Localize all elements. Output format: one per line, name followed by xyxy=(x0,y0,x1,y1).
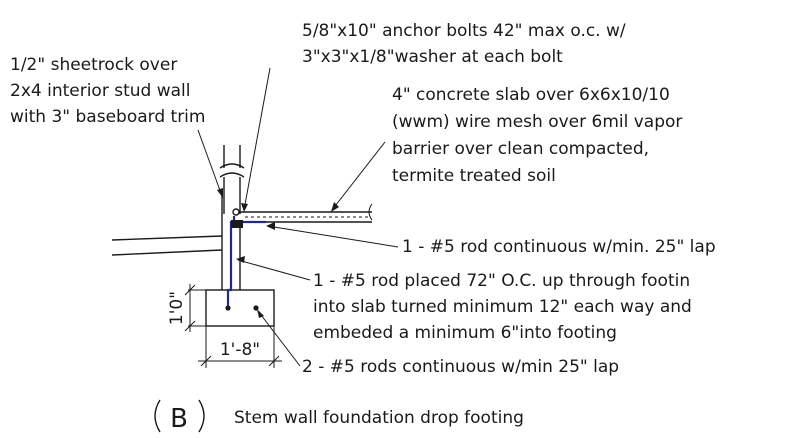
note-sheetrock-line2: 2x4 interior stud wall xyxy=(10,81,190,101)
note-anchor-bolts-line1: 5/8"x10" anchor bolts 42" max o.c. w/ xyxy=(302,21,626,41)
note-rods-two: 2 - #5 rods continuous w/min 25" lap xyxy=(302,357,619,377)
note-slab-line1: 4" concrete slab over 6x6x10/10 xyxy=(392,85,670,105)
note-sheetrock-line3: with 3" baseboard trim xyxy=(10,107,205,127)
rebar-dowel xyxy=(226,216,266,306)
footing xyxy=(205,289,275,327)
grade-lines xyxy=(111,235,223,256)
leader-lines xyxy=(197,67,399,367)
detail-marker: B xyxy=(154,399,205,434)
detail-title: Stem wall foundation drop footing xyxy=(234,408,524,428)
concrete-slab xyxy=(239,203,373,232)
note-sheetrock-line1: 1/2" sheetrock over xyxy=(10,55,177,75)
note-rod-placed-line3: embeded a minimum 6"into footing xyxy=(313,323,617,343)
note-rod-placed-line2: into slab turned minimum 12" each way an… xyxy=(313,297,692,317)
note-slab-line2: (wwm) wire mesh over 6mil vapor xyxy=(392,112,682,132)
note-rod-placed-line1: 1 - #5 rod placed 72" O.C. up through fo… xyxy=(313,271,690,291)
dimension-footing-width: 1'-8" xyxy=(198,326,282,368)
dimension-footing-width-label: 1'-8" xyxy=(220,340,260,360)
note-anchor-bolts-line2: 3"x3"x1/8"washer at each bolt xyxy=(302,47,563,67)
detail-marker-letter: B xyxy=(170,404,188,434)
note-rod-continuous: 1 - #5 rod continuous w/min. 25" lap xyxy=(402,237,716,257)
anchor-bolt xyxy=(231,208,243,228)
stud-wall xyxy=(219,145,245,230)
note-slab-line4: termite treated soil xyxy=(392,166,556,186)
rod-dot-left xyxy=(225,305,231,311)
dimension-footing-depth: 1'0" xyxy=(167,284,206,332)
dimension-footing-depth-label: 1'0" xyxy=(167,291,187,325)
note-slab-line3: barrier over clean compacted, xyxy=(392,139,649,159)
